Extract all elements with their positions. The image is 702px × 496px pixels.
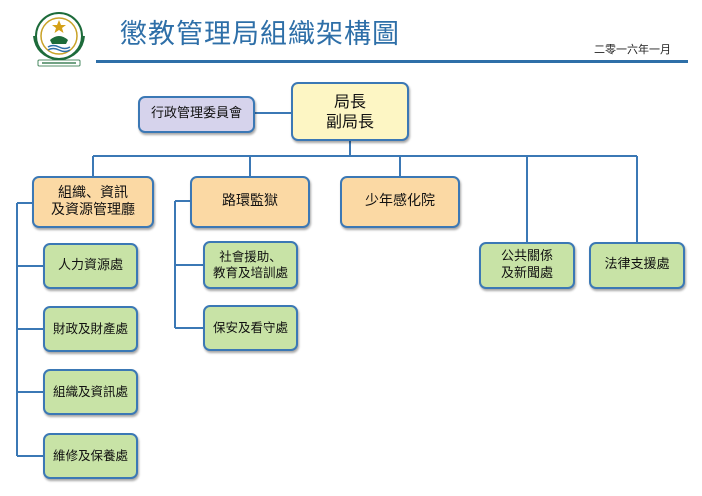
- finance-property-box: 財政及財產處: [43, 306, 138, 352]
- maintenance-box: 維修及保養處: [43, 433, 138, 479]
- public-relations-label: 公共關係 及新聞處: [500, 249, 553, 281]
- public-relations-box: 公共關係 及新聞處: [479, 242, 575, 289]
- chart-date: 二零一六年一月: [594, 43, 671, 56]
- human-resources-box: 人力資源處: [43, 243, 138, 289]
- page-title: 懲教管理局組織架構圖: [120, 19, 400, 50]
- finance-property-label: 財政及財產處: [52, 321, 128, 337]
- title-underline: [96, 60, 688, 63]
- human-resources-label: 人力資源處: [57, 257, 123, 273]
- youth-correctional-label: 少年感化院: [365, 193, 435, 210]
- coloane-prison-box: 路環監獄: [190, 176, 310, 228]
- legal-support-label: 法律支援處: [604, 257, 670, 273]
- committee-box: 行政管理委員會: [138, 96, 255, 133]
- org-it-label: 組織及資訊處: [52, 384, 128, 400]
- committee-label: 行政管理委員會: [150, 106, 242, 122]
- org-resources-dept-box: 組織、資訊 及資源管理廳: [32, 176, 154, 228]
- security-custody-label: 保安及看守處: [212, 320, 288, 336]
- director-box: 局長 副局長: [291, 82, 409, 141]
- youth-correctional-box: 少年感化院: [340, 176, 460, 228]
- maintenance-label: 維修及保養處: [52, 448, 128, 464]
- coloane-prison-label: 路環監獄: [222, 193, 278, 210]
- legal-support-box: 法律支援處: [589, 242, 685, 289]
- org-resources-dept-label: 組織、資訊 及資源管理廳: [51, 184, 135, 219]
- org-it-box: 組織及資訊處: [43, 369, 138, 415]
- social-education-label: 社會援助、 教育及培訓處: [212, 249, 288, 280]
- government-emblem: [33, 12, 85, 67]
- director-label: 局長 副局長: [325, 91, 374, 131]
- social-education-box: 社會援助、 教育及培訓處: [203, 241, 298, 289]
- security-custody-box: 保安及看守處: [203, 305, 298, 351]
